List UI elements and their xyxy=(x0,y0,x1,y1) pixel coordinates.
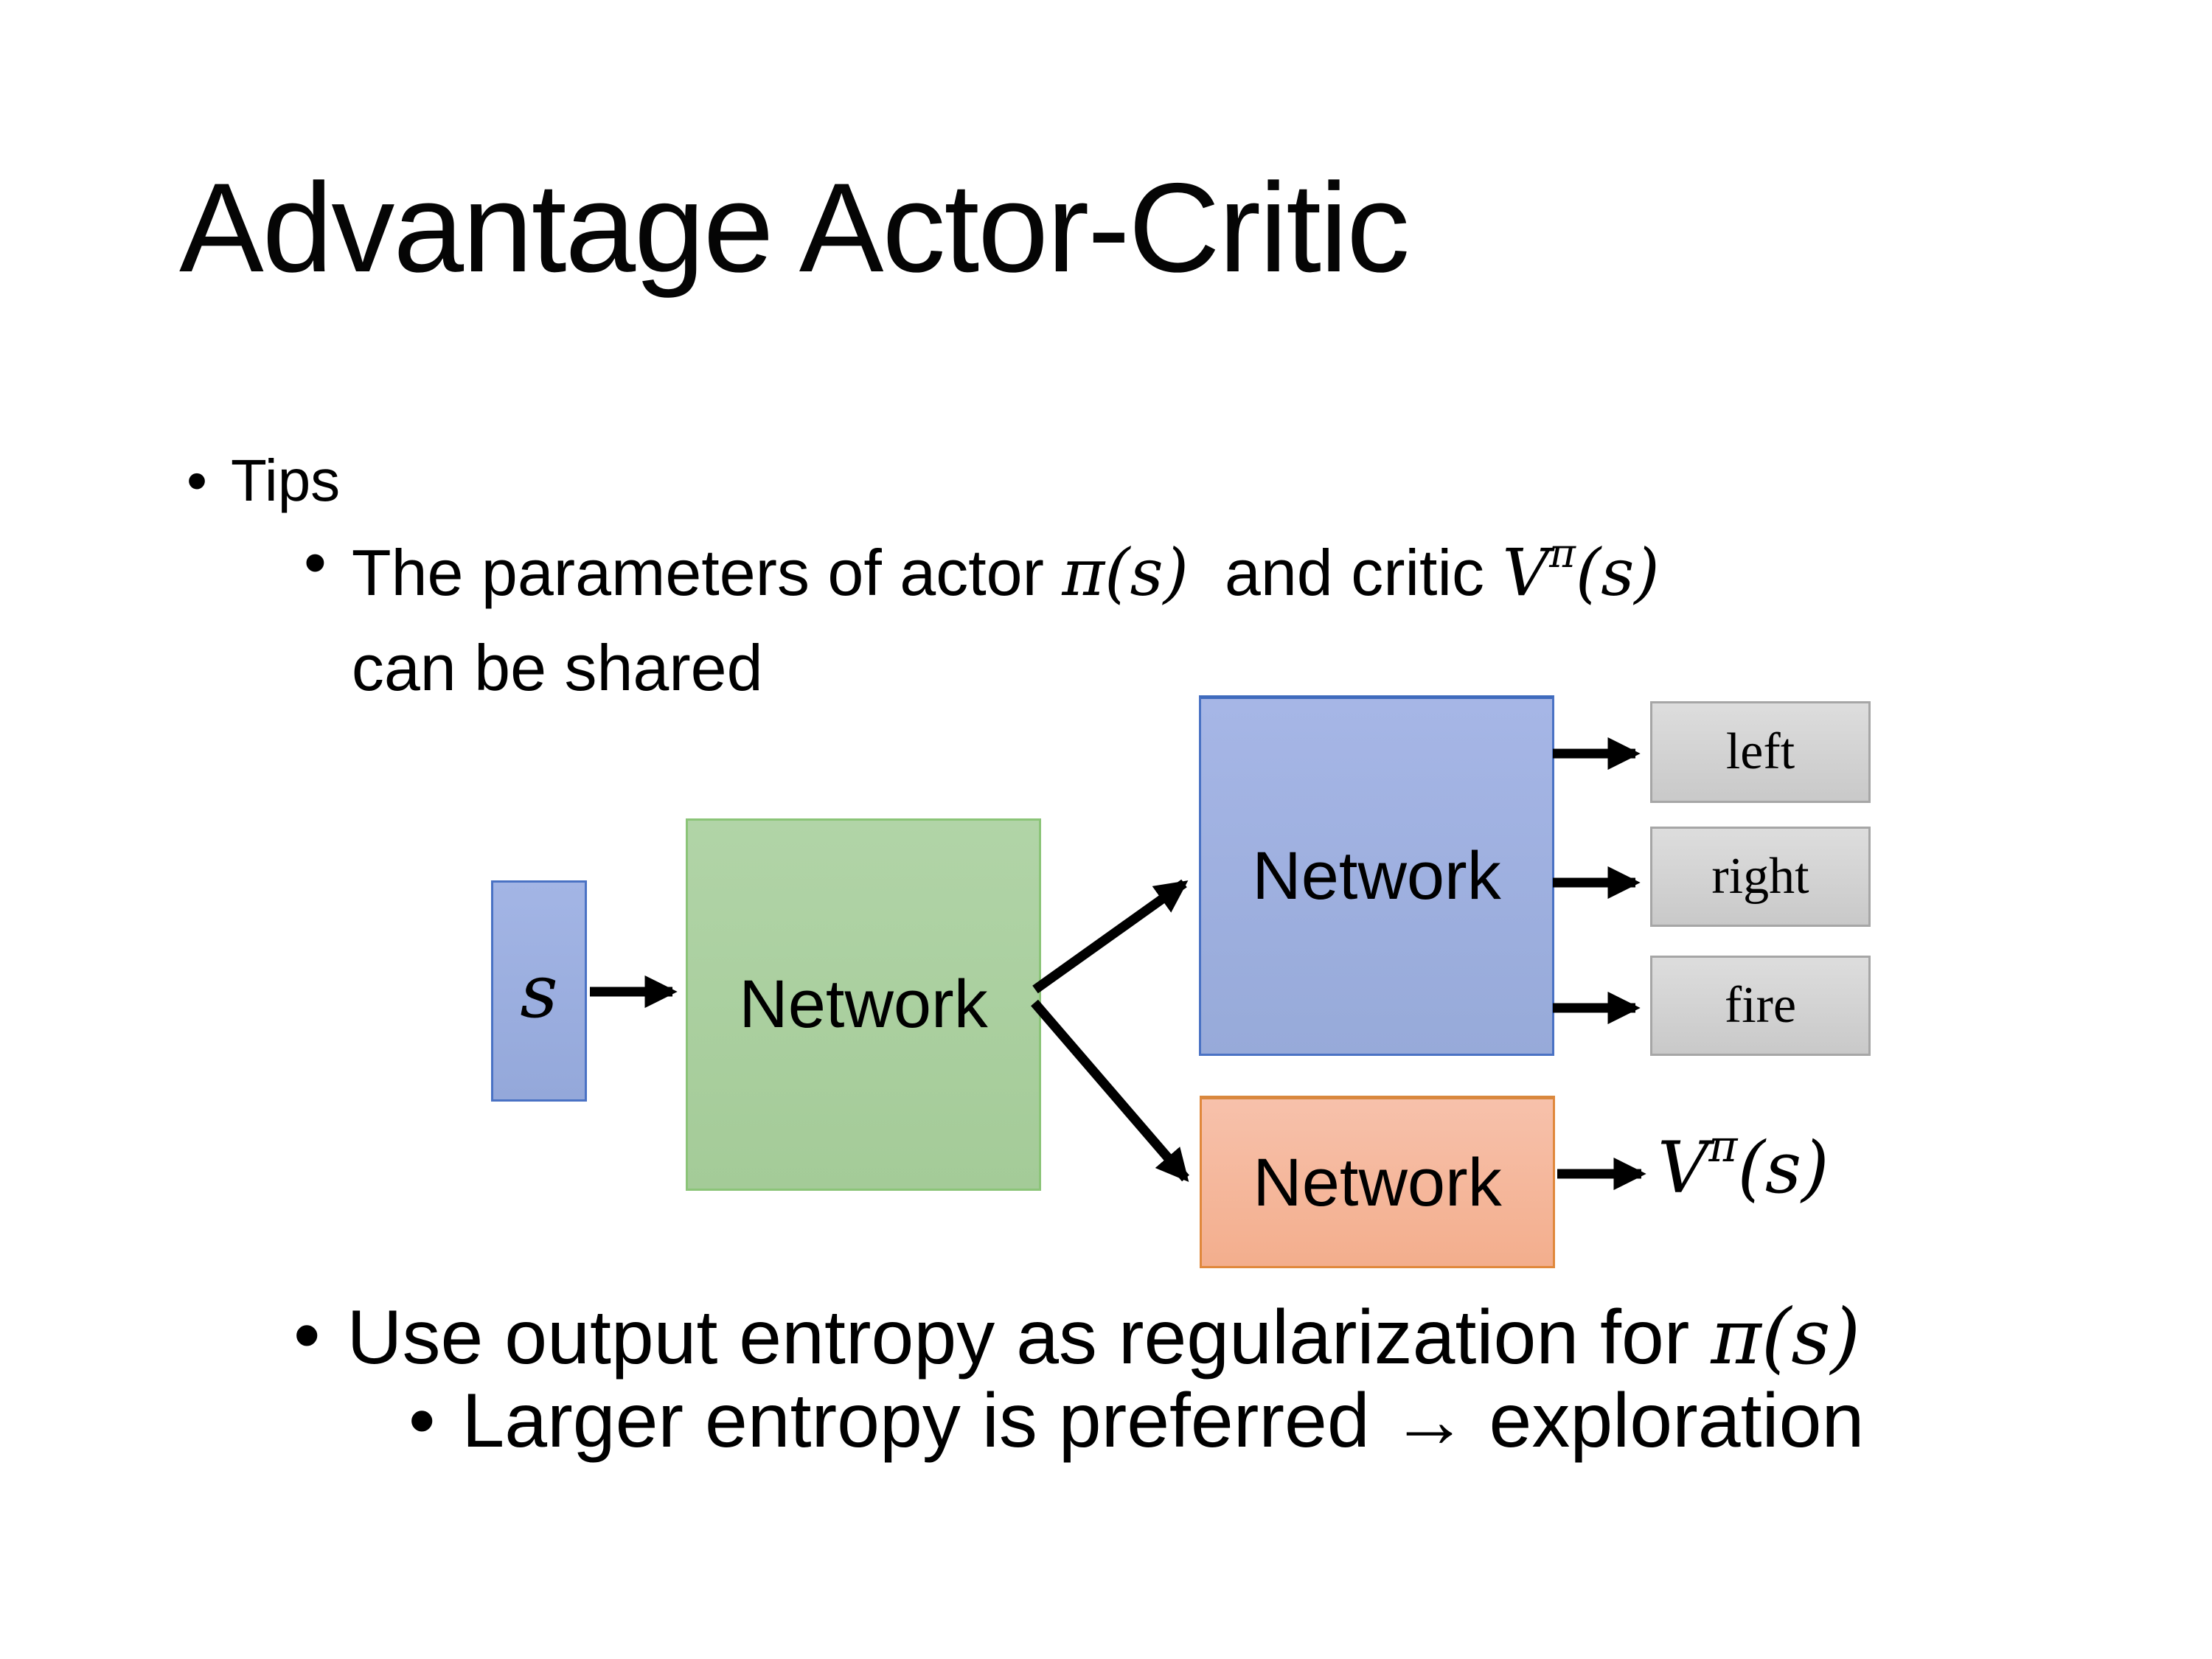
critic-output-sup-pi: π xyxy=(1708,1121,1738,1173)
action-right-label: right xyxy=(1711,848,1809,905)
critic-network-label: Network xyxy=(1253,1144,1502,1220)
bullet-larger-entropy: • Larger entropy is preferred → explorat… xyxy=(408,1377,1864,1465)
action-box-left: left xyxy=(1650,701,1871,803)
bullet-parameters-line1: The parameters of actor π(s) and critic … xyxy=(351,532,1660,611)
slide-title: Advantage Actor-Critic xyxy=(179,157,1410,299)
arrow-shared-to-actor xyxy=(1032,879,1189,994)
critic-output-args: (s) xyxy=(1737,1127,1829,1209)
critic-output-v: V xyxy=(1658,1127,1709,1209)
shared-network-box: Network xyxy=(686,818,1041,1191)
policy-formula: π(s) xyxy=(1711,1292,1861,1382)
value-symbol: V xyxy=(1502,535,1550,611)
value-args: (s) xyxy=(1575,535,1660,611)
bullet-tips: • Tips xyxy=(187,447,340,515)
actor-policy-formula: π(s) xyxy=(1062,535,1189,611)
critic-value-formula: Vπ(s) xyxy=(1502,532,1660,611)
bullet-entropy-text: Use output entropy as regularization for… xyxy=(347,1292,1860,1382)
bullet-tips-text: Tips xyxy=(231,448,341,513)
state-label: s xyxy=(520,947,558,1034)
bullet-dot: • xyxy=(293,1293,321,1378)
action-box-fire: fire xyxy=(1650,956,1871,1056)
bullet-dot: • xyxy=(304,526,327,599)
entropy-text-prefix: Use output entropy as regularization for xyxy=(347,1295,1711,1380)
bullet-parameters-lines: The parameters of actor π(s) and critic … xyxy=(352,525,1660,716)
bullet-parameters: • The parameters of actor π(s) and criti… xyxy=(304,525,1660,716)
bullet-dot: • xyxy=(187,448,208,513)
actor-network-label: Network xyxy=(1252,838,1501,914)
bullet-larger-entropy-text: Larger entropy is preferred → exploratio… xyxy=(462,1378,1865,1464)
action-fire-label: fire xyxy=(1724,977,1797,1034)
shared-network-label: Network xyxy=(739,967,988,1042)
bullet-entropy: • Use output entropy as regularization f… xyxy=(293,1292,1860,1382)
arrow-shared-to-critic xyxy=(1031,999,1189,1183)
state-input-box: s xyxy=(491,880,587,1102)
value-superscript-pi: π xyxy=(1549,529,1576,577)
bullet-parameters-line2: can be shared xyxy=(351,631,763,705)
critic-output-formula: Vπ(s) xyxy=(1658,1125,1829,1209)
parameters-text-mid: and critic xyxy=(1189,536,1503,609)
parameters-text-prefix: The parameters of actor xyxy=(351,536,1062,609)
action-left-label: left xyxy=(1725,723,1795,780)
critic-network-box: Network xyxy=(1200,1096,1555,1268)
bullet-dot: • xyxy=(408,1378,436,1464)
actor-network-box: Network xyxy=(1199,695,1554,1056)
action-box-right: right xyxy=(1650,827,1871,927)
